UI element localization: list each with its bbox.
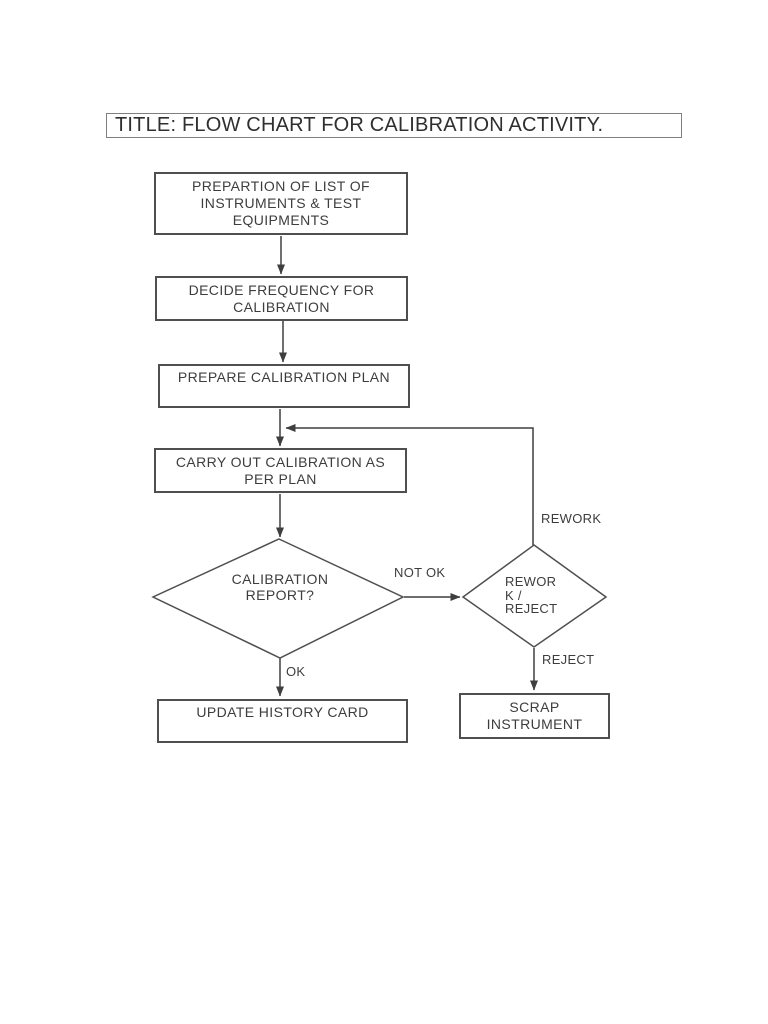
decision-calibration-report-shape (151, 538, 405, 659)
decision-calibration-report-label: CALIBRATION REPORT? (231, 571, 329, 603)
decision-rework-reject-shape (461, 544, 608, 648)
edge-label-not-ok: NOT OK (394, 565, 446, 580)
node-decide-frequency: DECIDE FREQUENCY FOR CALIBRATION (155, 276, 408, 321)
node-scrap-instrument: SCRAP INSTRUMENT (459, 693, 610, 739)
edge-label-rework: REWORK (541, 511, 602, 526)
title-box: TITLE: FLOW CHART FOR CALIBRATION ACTIVI… (106, 113, 682, 138)
edge-label-ok: OK (286, 664, 306, 679)
edge-label-reject: REJECT (542, 652, 595, 667)
node-prepare-calibration-plan: PREPARE CALIBRATION PLAN (158, 364, 410, 408)
node-update-history-card: UPDATE HISTORY CARD (157, 699, 408, 743)
node-preparation-of-list: PREPARTION OF LIST OF INSTRUMENTS & TEST… (154, 172, 408, 235)
decision-rework-reject-label: REWOR K / REJECT (505, 574, 558, 616)
node-carry-out-calibration: CARRY OUT CALIBRATION AS PER PLAN (154, 448, 407, 493)
edge-rework-feedback-loop (285, 424, 534, 545)
